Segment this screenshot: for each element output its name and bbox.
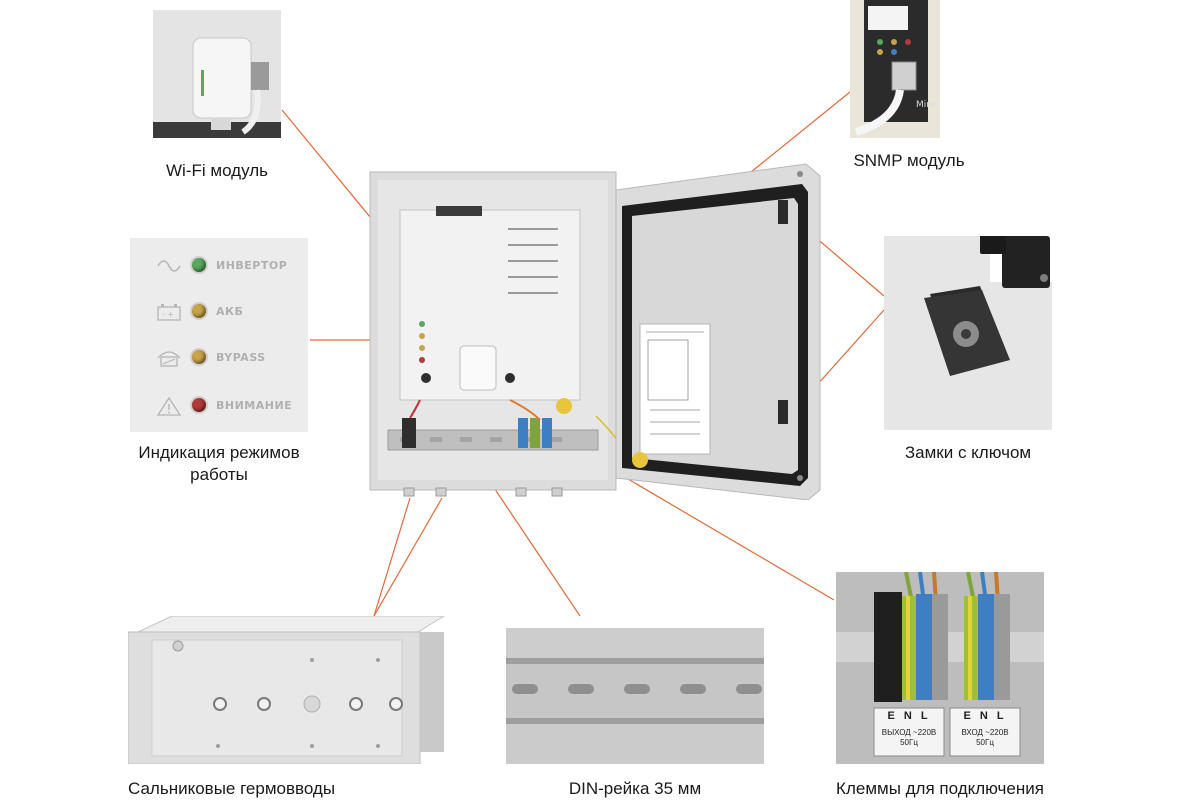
warning-led	[192, 398, 206, 412]
bypass-led	[192, 350, 206, 364]
terminals-photo: E N L ВЫХОД ~220В 50Гц E N L ВХОД ~220В …	[836, 572, 1044, 764]
output-terminal-text: ВЫХОД ~220В 50Гц	[881, 728, 937, 747]
indicator-row-inverter: ИНВЕРТОР	[130, 254, 308, 278]
callout-glands-2	[373, 497, 443, 617]
input-terminal-text: ВХОД ~220В 50Гц	[961, 728, 1009, 747]
din-rail-caption: DIN-рейка 35 мм	[568, 779, 702, 798]
terminals-caption: Клеммы для подключения	[836, 779, 1044, 798]
bypass-icon	[156, 348, 182, 368]
indicator-row-warning: ВНИМАНИЕ	[130, 394, 308, 418]
input-terminal-letters: E N L	[963, 710, 1007, 722]
glands-caption: Сальниковые гермовводы	[128, 779, 336, 798]
output-terminal-letters: E N L	[887, 710, 931, 722]
snmp-module-caption: SNMP модуль	[853, 151, 965, 170]
wifi-module-photo	[153, 10, 281, 138]
snmp-sticker-text: Mini	[916, 100, 935, 110]
door-schematic	[639, 323, 711, 455]
indicator-label: BYPASS	[216, 351, 266, 364]
sine-wave-icon	[156, 256, 182, 276]
svg-text:- +: - +	[162, 310, 174, 319]
locks-caption: Замки с ключом	[904, 443, 1032, 462]
inverter-led	[192, 258, 206, 272]
indication-caption: Индикация режимов работы	[138, 443, 300, 484]
snmp-module-photo: Mini	[850, 0, 940, 138]
glands-photo	[128, 616, 446, 764]
wifi-module-inside	[459, 345, 497, 391]
wifi-module-caption: Wi-Fi модуль	[166, 161, 268, 180]
indicator-row-battery: - + АКБ	[130, 300, 308, 324]
locks-photo	[884, 236, 1052, 430]
indicator-label: ВНИМАНИЕ	[216, 399, 293, 412]
door-lock-top	[778, 200, 788, 224]
battery-icon: - +	[156, 302, 182, 322]
indicator-label: ИНВЕРТОР	[216, 259, 288, 272]
indicator-row-bypass: BYPASS	[130, 346, 308, 370]
indicator-panel-photo: ИНВЕРТОР - + АКБ BYPASS ВНИМАНИЕ	[130, 238, 308, 432]
indicator-label: АКБ	[216, 305, 244, 318]
battery-led	[192, 304, 206, 318]
door-lock-bottom	[778, 400, 788, 424]
enclosure-illustration	[369, 163, 821, 500]
warning-icon	[156, 396, 182, 416]
din-rail-photo	[506, 628, 764, 764]
callout-glands-1	[373, 497, 411, 617]
